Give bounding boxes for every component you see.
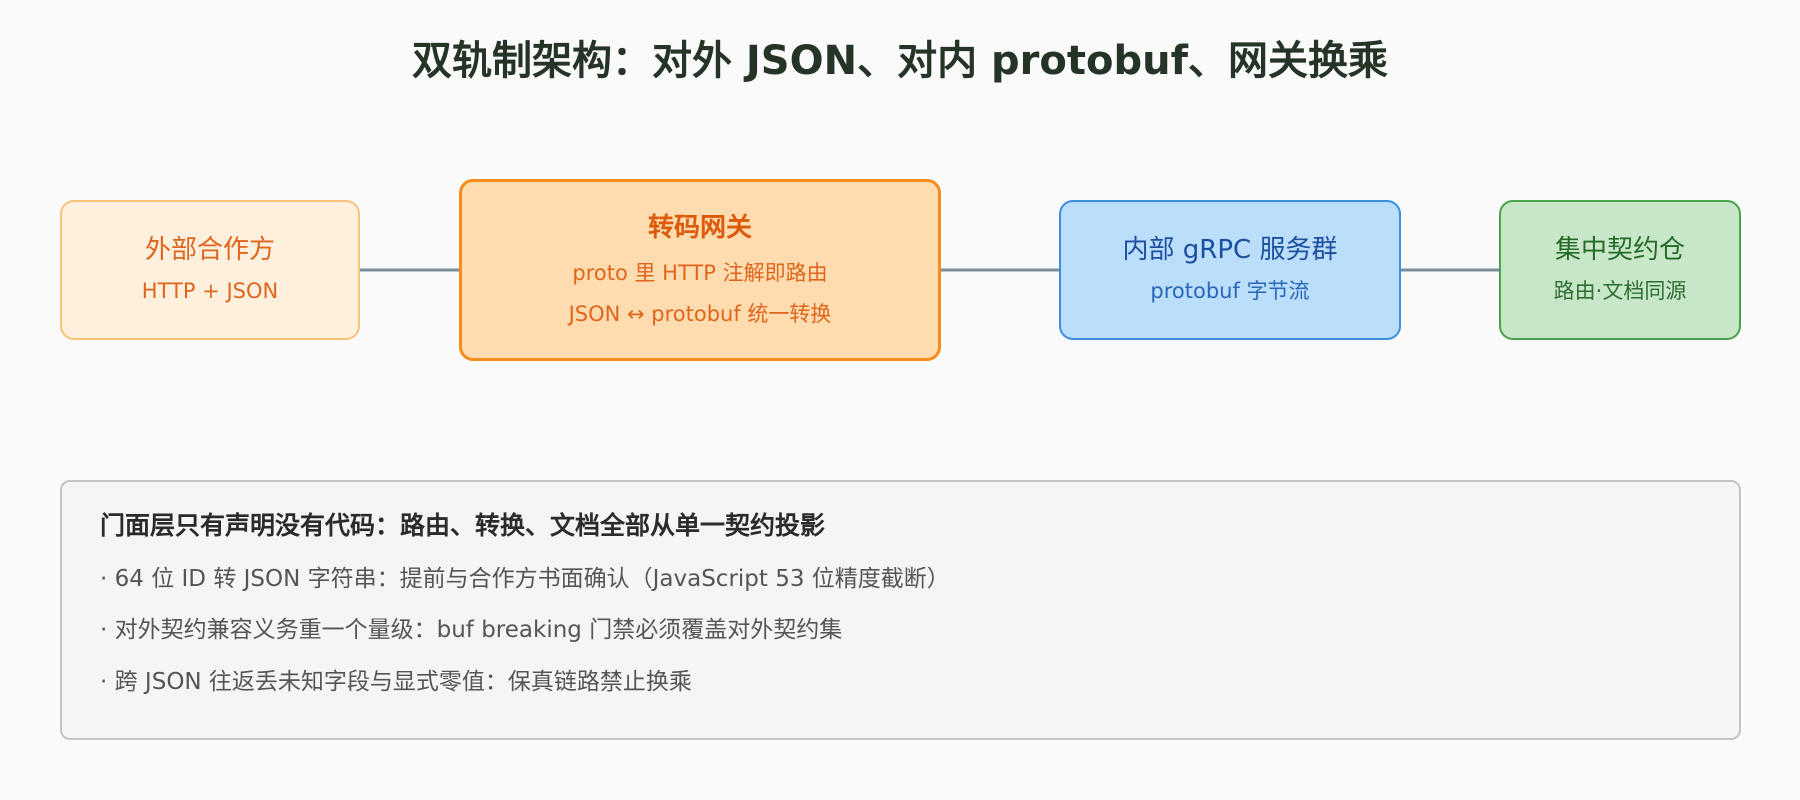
node-subtitle: protobuf 字节流 xyxy=(1150,279,1310,304)
node-subtitle: 路由·文档同源 xyxy=(1553,279,1687,304)
node-transcoding-gateway: 转码网关 proto 里 HTTP 注解即路由 JSON ↔ protobuf … xyxy=(459,179,941,361)
diagram-title: 双轨制架构：对外 JSON、对内 protobuf、网关换乘 xyxy=(412,38,1388,84)
node-subtitle-2: JSON ↔ protobuf 统一转换 xyxy=(568,301,832,326)
node-central-contract-repo: 集中契约仓 路由·文档同源 xyxy=(1499,200,1741,340)
node-subtitle: proto 里 HTTP 注解即路由 xyxy=(572,260,828,285)
node-internal-grpc-services: 内部 gRPC 服务群 protobuf 字节流 xyxy=(1059,200,1401,340)
note-item: · 对外契约兼容义务重一个量级：buf breaking 门禁必须覆盖对外契约集 xyxy=(100,617,843,644)
node-title: 集中契约仓 xyxy=(1554,235,1685,266)
notes-panel: 门面层只有声明没有代码：路由、转换、文档全部从单一契约投影 · 64 位 ID … xyxy=(60,480,1741,740)
node-subtitle: HTTP + JSON xyxy=(141,279,279,304)
note-item: · 64 位 ID 转 JSON 字符串：提前与合作方书面确认（JavaScri… xyxy=(100,565,950,592)
node-title: 内部 gRPC 服务群 xyxy=(1122,235,1338,266)
notes-heading: 门面层只有声明没有代码：路由、转换、文档全部从单一契约投影 xyxy=(100,511,826,540)
note-item: · 跨 JSON 往返丢未知字段与显式零值：保真链路禁止换乘 xyxy=(100,669,692,696)
node-title: 转码网关 xyxy=(647,212,752,243)
node-external-partner: 外部合作方 HTTP + JSON xyxy=(60,200,360,340)
node-title: 外部合作方 xyxy=(144,235,275,266)
